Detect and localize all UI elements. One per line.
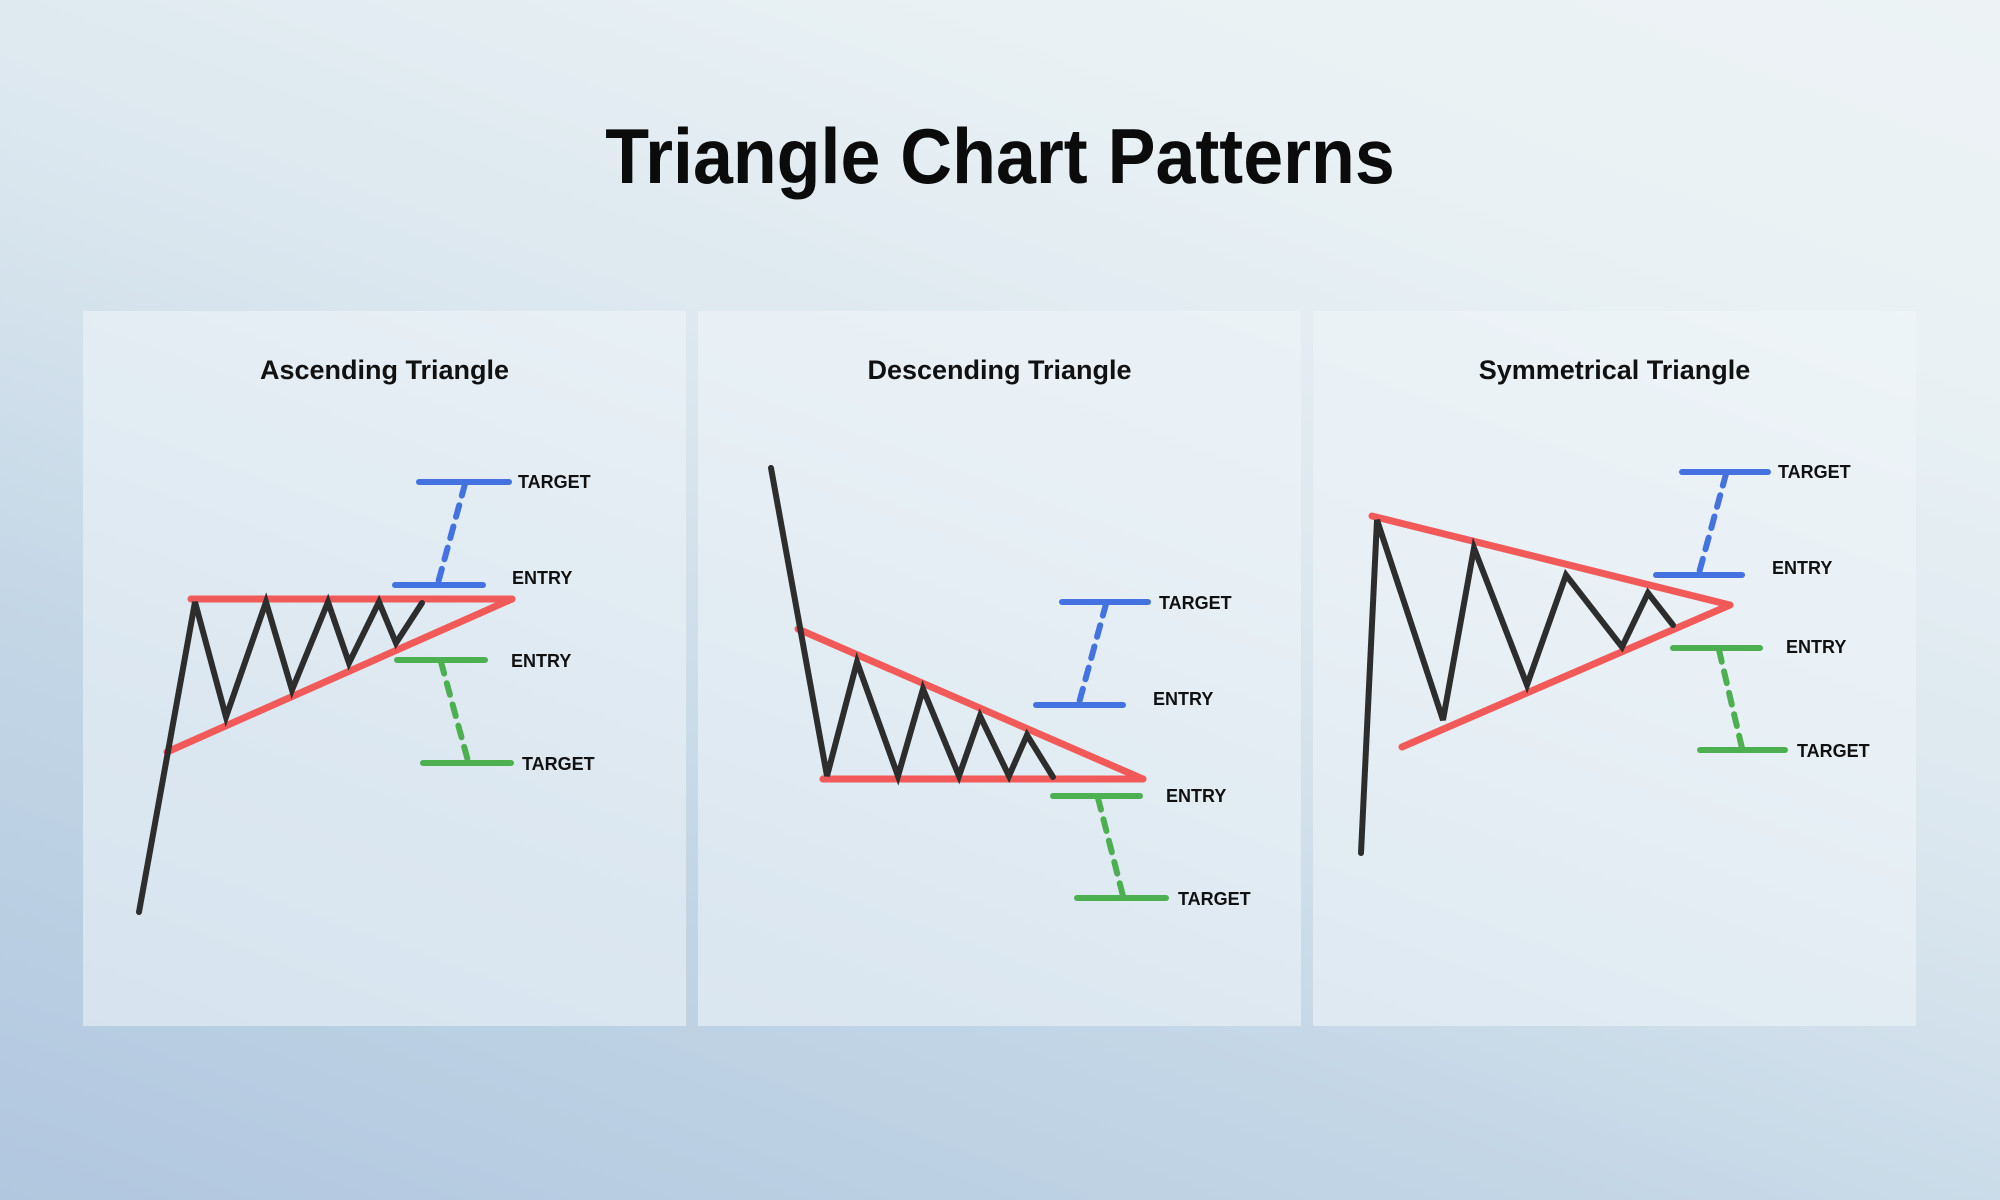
panel-title-symmetrical: Symmetrical Triangle xyxy=(1478,355,1751,385)
panel-descending-triangle xyxy=(698,311,1301,1026)
panel-ascending-triangle xyxy=(83,311,686,1026)
page-title: Triangle Chart Patterns xyxy=(605,112,1395,200)
panel-title-ascending: Ascending Triangle xyxy=(259,355,510,385)
panel-title-descending: Descending Triangle xyxy=(867,355,1132,385)
panel-symmetrical-triangle xyxy=(1313,311,1916,1026)
